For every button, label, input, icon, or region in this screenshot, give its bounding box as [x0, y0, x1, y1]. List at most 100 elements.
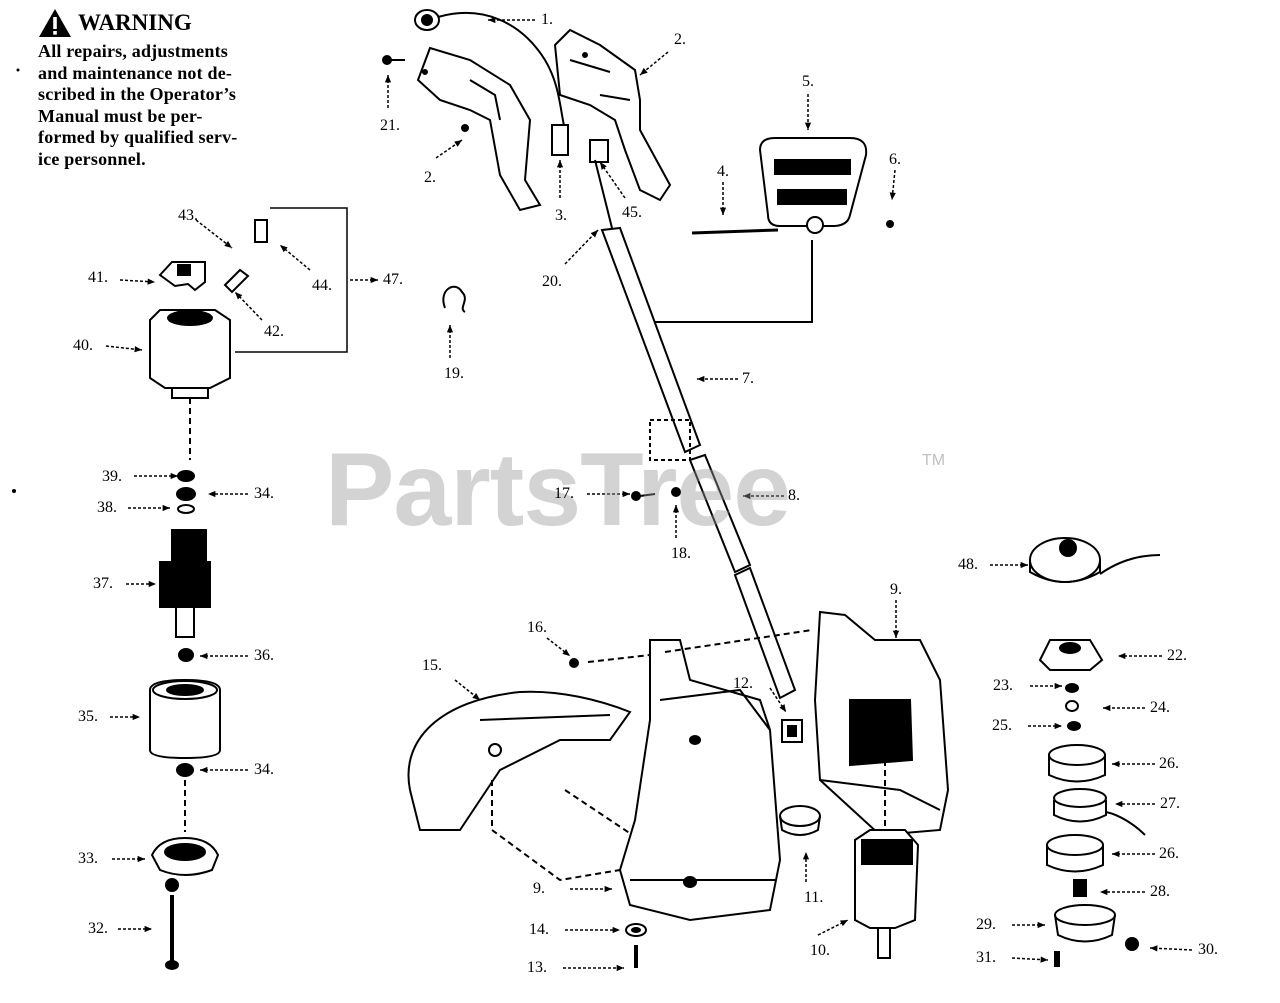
- callout-label: 9.: [890, 581, 902, 598]
- warning-line: and maintenance not de-: [38, 62, 233, 83]
- warning-title: WARNING: [38, 8, 328, 38]
- callout-label: 34.: [254, 485, 274, 502]
- lower-shaft: [631, 419, 797, 700]
- callout-label: 6.: [889, 151, 901, 168]
- bearing-housing: [150, 836, 220, 892]
- callout-label: 18.: [671, 545, 691, 562]
- callout-arrowhead: [840, 920, 848, 927]
- callout-label: 3.: [555, 207, 567, 224]
- warning-title-text: WARNING: [78, 10, 192, 35]
- callout-arrowhead: [1054, 722, 1062, 730]
- callout-arrowhead: [1112, 760, 1120, 768]
- bushing-11: [779, 805, 821, 836]
- clip-19: [442, 285, 466, 313]
- callout-arrowhead: [162, 504, 170, 512]
- callout-label: 29.: [976, 916, 996, 933]
- callout-label: 21.: [380, 117, 400, 134]
- callout-leader: [564, 229, 599, 265]
- callout-arrowhead: [556, 160, 564, 168]
- callout-arrowhead: [590, 230, 598, 238]
- callout-label: 38.: [97, 499, 117, 516]
- callout-arrowhead: [147, 278, 155, 285]
- screw-16: [569, 658, 579, 668]
- screw-21: [382, 55, 405, 65]
- callout-arrowhead: [1037, 921, 1045, 929]
- cord-plug-part: [414, 9, 566, 131]
- callout-label: 11.: [804, 889, 824, 906]
- callout-label: 16.: [527, 619, 547, 636]
- callout-arrowhead: [224, 241, 232, 248]
- callout-label: 36.: [254, 647, 274, 664]
- callout-label: 40.: [73, 337, 93, 354]
- spool-cover-29: [1054, 904, 1139, 951]
- guard-dashed-link: [491, 780, 641, 882]
- callout-label: 26.: [1159, 755, 1179, 772]
- warning-line: scribed in the Operator’s: [38, 84, 237, 104]
- callout-arrowhead: [235, 292, 243, 300]
- callout-label: 39.: [102, 468, 122, 485]
- callout-arrowhead: [612, 926, 620, 934]
- spring-28: [1073, 879, 1087, 897]
- callout-label: 24.: [1150, 699, 1170, 716]
- warning-line: Manual must be per-: [38, 105, 203, 126]
- callout-label: 26.: [1159, 845, 1179, 862]
- callout-arrowhead: [200, 766, 208, 774]
- callout-label: 45.: [622, 204, 642, 221]
- washer-25: [1067, 721, 1081, 731]
- callout-arrowhead: [472, 692, 480, 700]
- callout-arrowhead: [1112, 850, 1120, 858]
- callout-label: 32.: [88, 920, 108, 937]
- callout-arrowhead: [640, 67, 648, 75]
- callout-leader: [119, 279, 156, 283]
- washer-34-lower: [176, 763, 194, 777]
- callout-arrowhead: [137, 855, 145, 863]
- callout-label: 8.: [788, 487, 800, 504]
- callout-label: 14.: [529, 921, 549, 938]
- callout-arrowhead: [1103, 704, 1111, 712]
- upper-shaft: [594, 159, 702, 454]
- switch-part: [551, 124, 609, 163]
- washer-36: [178, 648, 194, 662]
- callout-label: 41.: [88, 269, 108, 286]
- callout-arrowhead: [446, 325, 454, 333]
- callout-label: 13.: [527, 959, 547, 976]
- callout-label: 43.: [178, 207, 198, 224]
- callout-arrowhead: [148, 580, 156, 588]
- callout-label: 44.: [312, 277, 332, 294]
- callout-arrowhead: [132, 713, 140, 721]
- callout-arrowhead: [1150, 945, 1158, 952]
- callout-label: 10.: [810, 942, 830, 959]
- pin-31: [1054, 951, 1060, 967]
- callout-leader: [195, 219, 233, 249]
- callout-arrowhead: [1054, 682, 1062, 690]
- callout-arrowhead: [1115, 800, 1123, 808]
- callout-label: 7.: [742, 370, 754, 387]
- callout-arrowhead: [1100, 888, 1108, 896]
- callout-label: 48.: [958, 556, 978, 573]
- callout-label: 23.: [993, 677, 1013, 694]
- spring-retainer-26-upper: [1048, 744, 1106, 783]
- callout-label: 47.: [383, 271, 403, 288]
- callout-arrowhead: [697, 375, 705, 383]
- callout-label: 4.: [717, 163, 729, 180]
- callout-arrowhead: [200, 652, 208, 660]
- callout-label: 28.: [1150, 883, 1170, 900]
- warning-line: All repairs, adjustments: [38, 41, 228, 61]
- callout-label: 19.: [444, 365, 464, 382]
- housing-dashed-link: [587, 629, 813, 663]
- motor-end-bell: [149, 309, 231, 399]
- callout-arrowhead: [892, 630, 900, 638]
- callout-arrowhead: [889, 192, 896, 200]
- callout-label: 22.: [1167, 647, 1187, 664]
- callout-arrowhead: [719, 207, 727, 215]
- motor-housing-front: [618, 639, 782, 922]
- callout-label: 42.: [264, 323, 284, 340]
- callout-label: 12.: [733, 675, 753, 692]
- callout-arrowhead: [600, 162, 607, 170]
- callout-arrowhead: [1020, 561, 1028, 569]
- callout-arrowhead: [804, 122, 812, 130]
- callout-label: 27.: [1160, 795, 1180, 812]
- callout-arrowhead: [280, 245, 288, 253]
- callout-label: 37.: [93, 575, 113, 592]
